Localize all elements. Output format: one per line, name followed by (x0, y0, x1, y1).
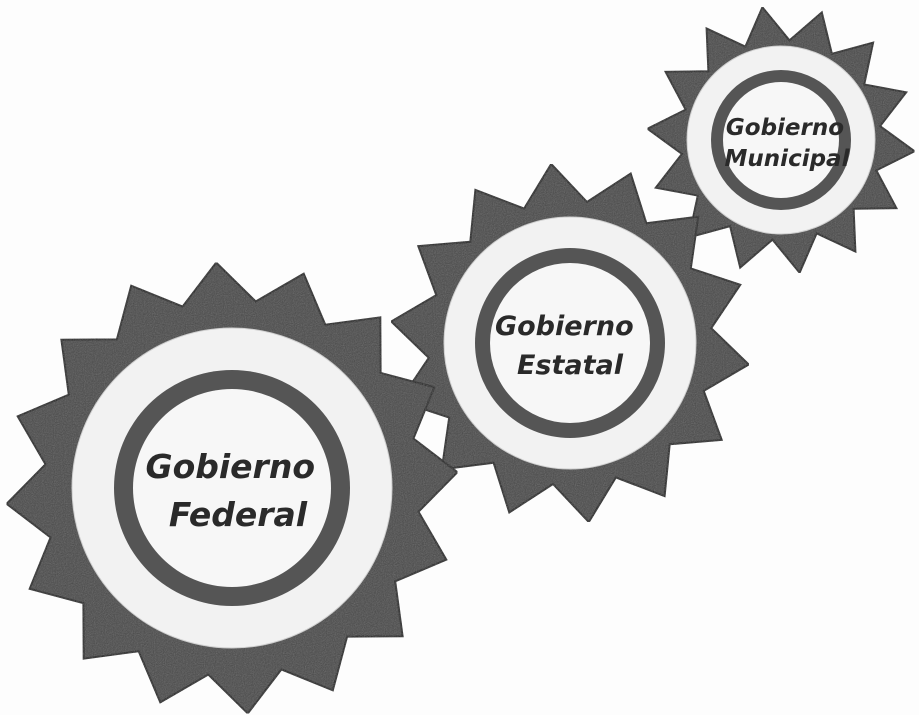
gear-label-municipal-line1: Gobierno (726, 115, 844, 141)
gear-label-estatal-line2: Estatal (517, 350, 624, 381)
gear-label-federal-line2: Federal (169, 495, 308, 534)
gear-label-estatal: Gobierno Estatal (495, 311, 643, 381)
gear-core-estatal (490, 263, 650, 423)
gear-estatal: Gobierno Estatal (389, 162, 751, 524)
gear-label-municipal-line2: Municipal (725, 146, 851, 172)
gear-municipal: Gobierno Municipal (645, 5, 917, 275)
gear-label-federal: Gobierno Federal (145, 447, 326, 534)
gear-core-federal (133, 389, 331, 587)
gear-label-estatal-line1: Gobierno (495, 311, 634, 342)
gear-core-municipal (723, 82, 839, 198)
gear-label-municipal: Gobierno Municipal (725, 115, 853, 172)
gear-federal: Gobierno Federal (5, 261, 459, 715)
gear-label-federal-line1: Gobierno (145, 447, 315, 486)
